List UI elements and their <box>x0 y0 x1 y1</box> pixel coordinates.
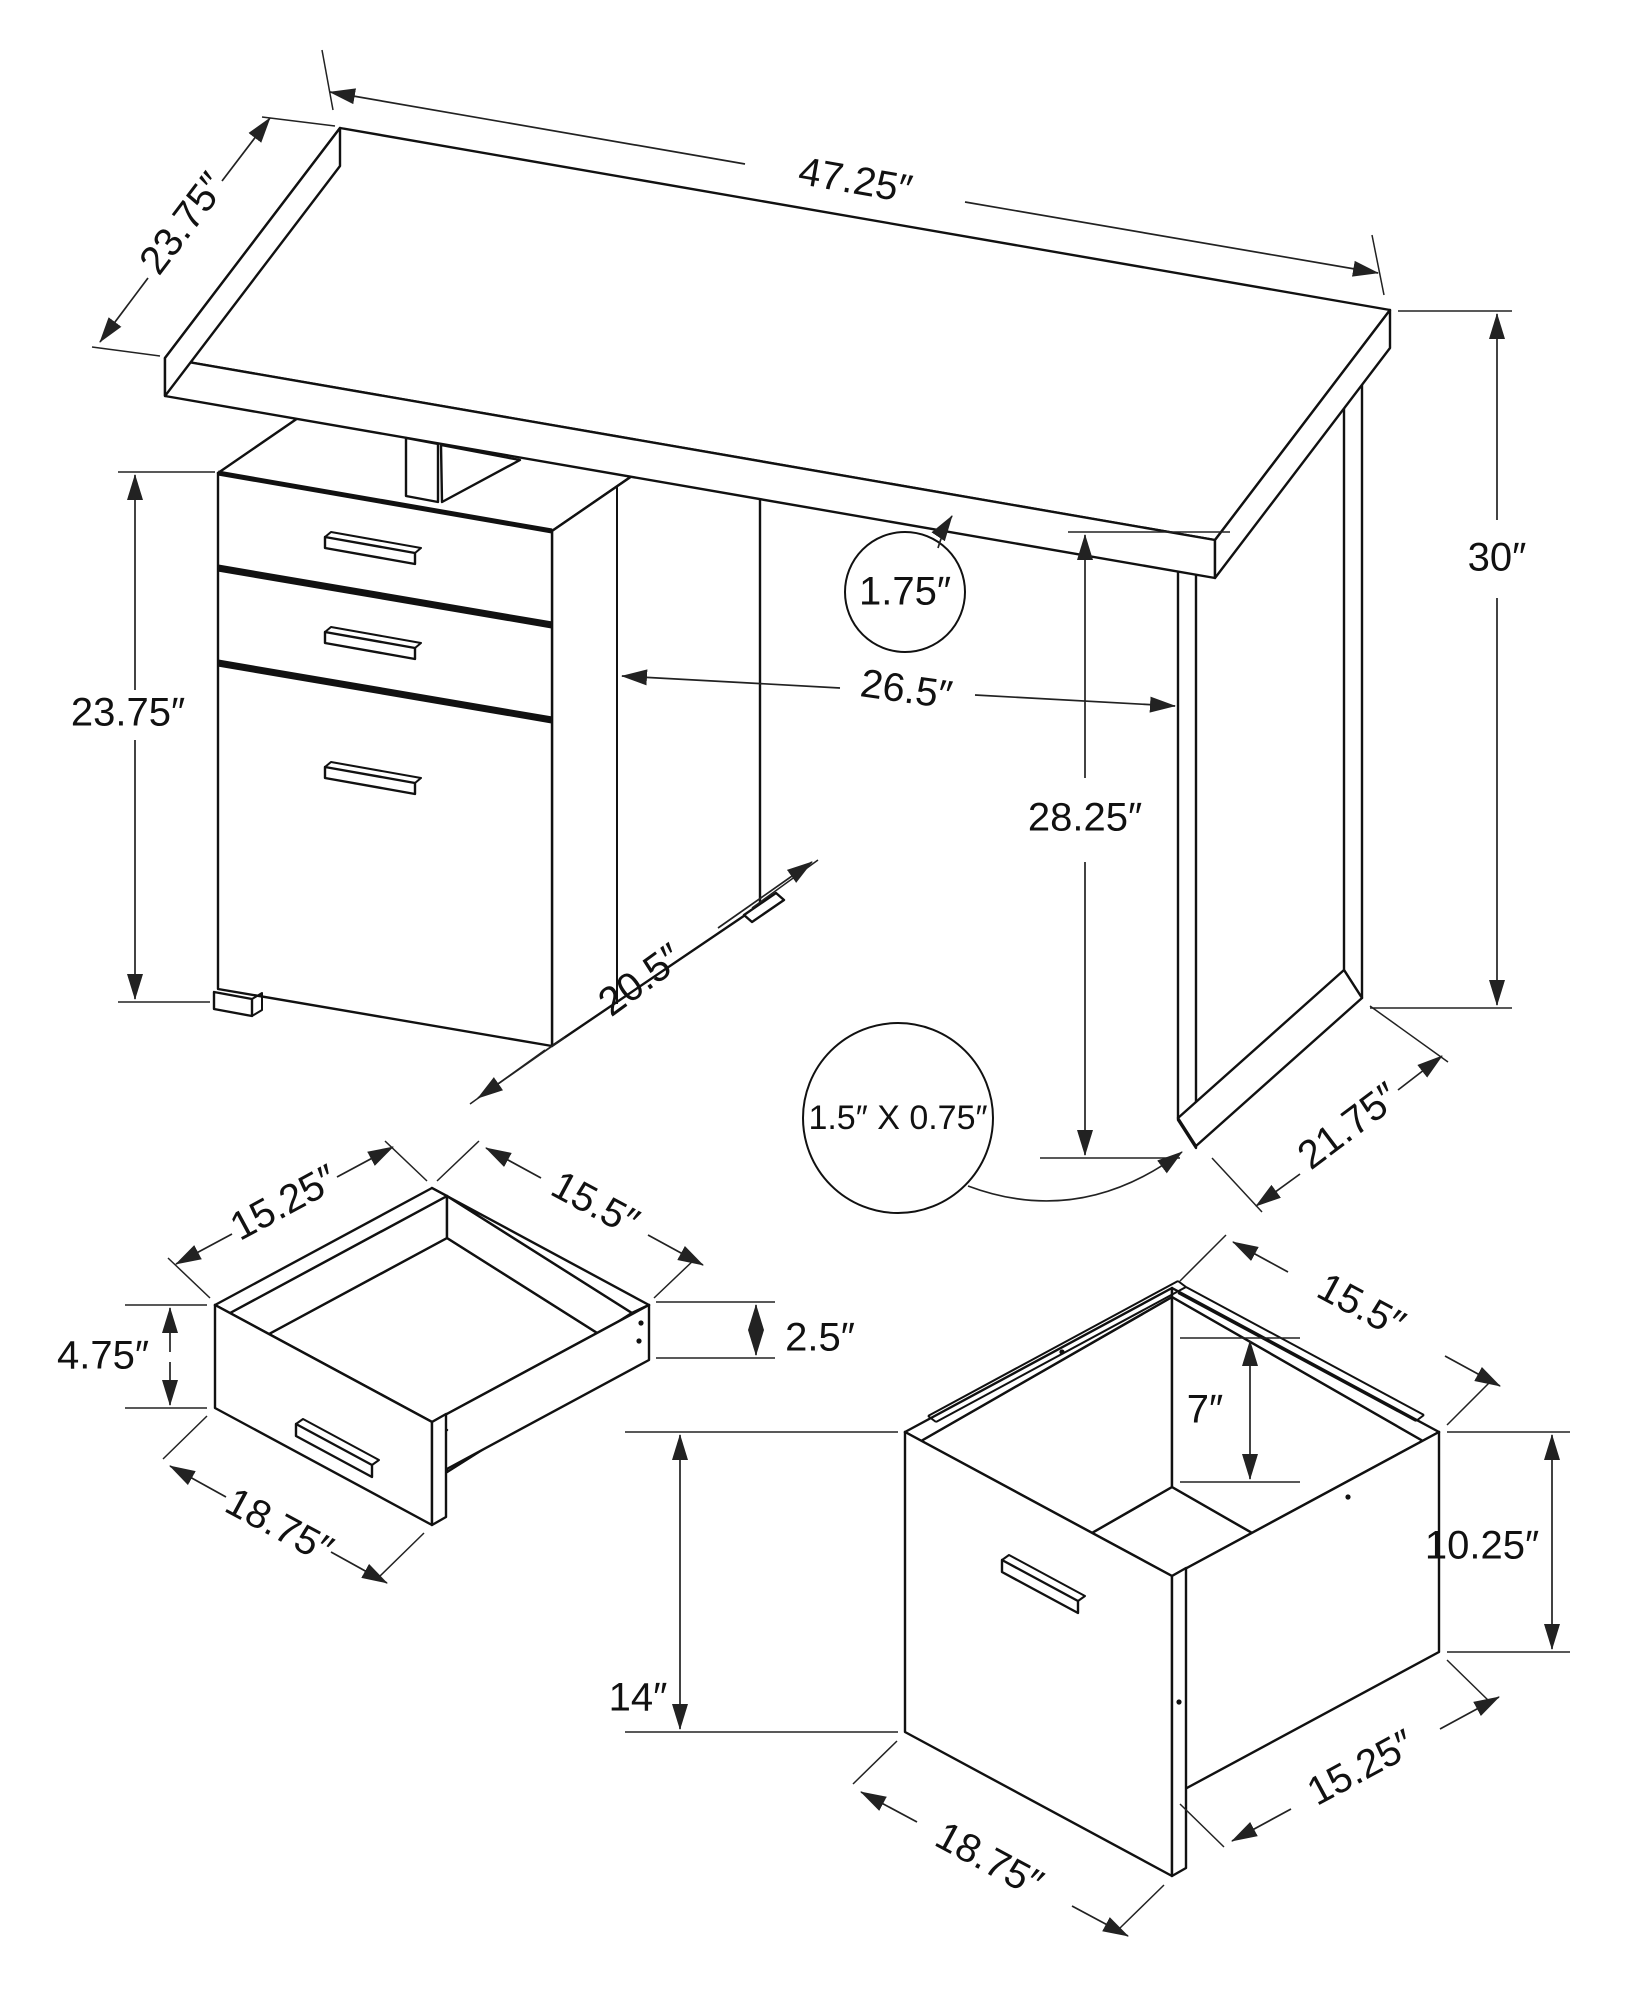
fd-screw-dot-2 <box>1345 1494 1351 1500</box>
dim-pedestal-height: 23.75″ <box>71 471 215 1003</box>
dim-leg-profile: 1.5″ X 0.75″ <box>802 1022 1183 1214</box>
dim-label-fd-front-width: 18.75″ <box>928 1813 1049 1906</box>
drawer-gap-2 <box>217 659 553 724</box>
dim-top-thickness: 1.75″ <box>844 515 966 653</box>
dim-label-top-thickness: 1.75″ <box>859 570 951 614</box>
dim-label-top-depth: 23.75″ <box>131 165 235 283</box>
dim-label-pedestal-height: 23.75″ <box>71 691 185 735</box>
bracket-gusset <box>439 443 522 504</box>
bracket-post <box>404 436 440 504</box>
callout-circle-leg-profile <box>802 1022 994 1214</box>
fd-front-cap <box>1170 1566 1188 1878</box>
callout-circle-thickness <box>844 531 966 653</box>
dim-fd-front-height: 14″ <box>609 1431 898 1733</box>
sd-screw-dot-1 <box>638 1320 644 1326</box>
leg-bottom-rail <box>1176 968 1364 1148</box>
desk-view <box>163 126 1392 1150</box>
file-drawer-view <box>903 1280 1441 1878</box>
sd-screw-dot-2 <box>636 1338 642 1344</box>
small-drawer-view <box>213 1186 651 1527</box>
dim-leg-base-depth: 21.75″ <box>1211 1005 1449 1213</box>
drawer-handle-1 <box>323 531 422 566</box>
drawer-handle-2 <box>323 626 422 661</box>
dim-label-fd-bottom-depth: 15.25″ <box>1300 1721 1421 1814</box>
dim-label-sd-inner-depth: 15.5″ <box>544 1163 646 1245</box>
sd-front-cap <box>430 1412 448 1527</box>
leg-front <box>1176 568 1198 1150</box>
dim-label-sd-front-width: 18.75″ <box>218 1479 339 1572</box>
dim-label-sd-front-height: 4.75″ <box>57 1334 149 1378</box>
fd-screw-dot-3 <box>1176 1699 1182 1705</box>
pedestal-rear-foot <box>742 891 786 924</box>
dim-label-sd-inner-width: 15.25″ <box>223 1156 344 1249</box>
dim-overall-height: 30″ <box>1370 310 1527 1009</box>
desktop-left-face <box>163 126 342 398</box>
fd-file-rail-right <box>1177 1286 1425 1422</box>
dim-label-fd-inner-depth: 15.5″ <box>1310 1265 1412 1347</box>
dim-fd-side-height: 10.25″ <box>1425 1431 1570 1653</box>
dim-sd-side-height: 2.5″ <box>656 1301 855 1360</box>
dim-label-leg-base-depth: 21.75″ <box>1290 1074 1408 1178</box>
desktop-right-face <box>1213 308 1392 580</box>
pedestal-front-foot <box>212 990 263 1018</box>
support-bracket <box>404 436 522 504</box>
dim-label-fd-side-height: 10.25″ <box>1425 1524 1539 1568</box>
dim-label-fd-front-height: 14″ <box>609 1676 668 1720</box>
dim-label-fd-rail-height: 7″ <box>1187 1388 1223 1432</box>
dim-label-sd-side-height: 2.5″ <box>785 1316 855 1360</box>
dim-label-kneehole-height: 28.25″ <box>1028 796 1142 840</box>
fd-screw-dot-1 <box>1059 1349 1065 1355</box>
dim-label-kneehole-width: 26.5″ <box>858 661 955 717</box>
dim-label-top-width: 47.25″ <box>795 149 915 212</box>
dim-kneehole-height: 28.25″ <box>1028 531 1230 1159</box>
sd-handle <box>294 1418 380 1479</box>
dim-label-leg-profile: 1.5″ X 0.75″ <box>808 1099 987 1137</box>
dim-fd-rail-height: 7″ <box>1180 1337 1300 1483</box>
dim-sd-front-height: 4.75″ <box>57 1304 207 1409</box>
drawer-gap-1 <box>217 564 553 629</box>
drawer-handle-3 <box>323 761 422 796</box>
leg-back <box>1342 344 1364 1000</box>
dim-label-overall-height: 30″ <box>1468 536 1527 580</box>
fd-file-rail-left <box>927 1280 1187 1423</box>
fd-handle <box>1000 1554 1086 1615</box>
pedestal-top-edge <box>217 470 553 534</box>
